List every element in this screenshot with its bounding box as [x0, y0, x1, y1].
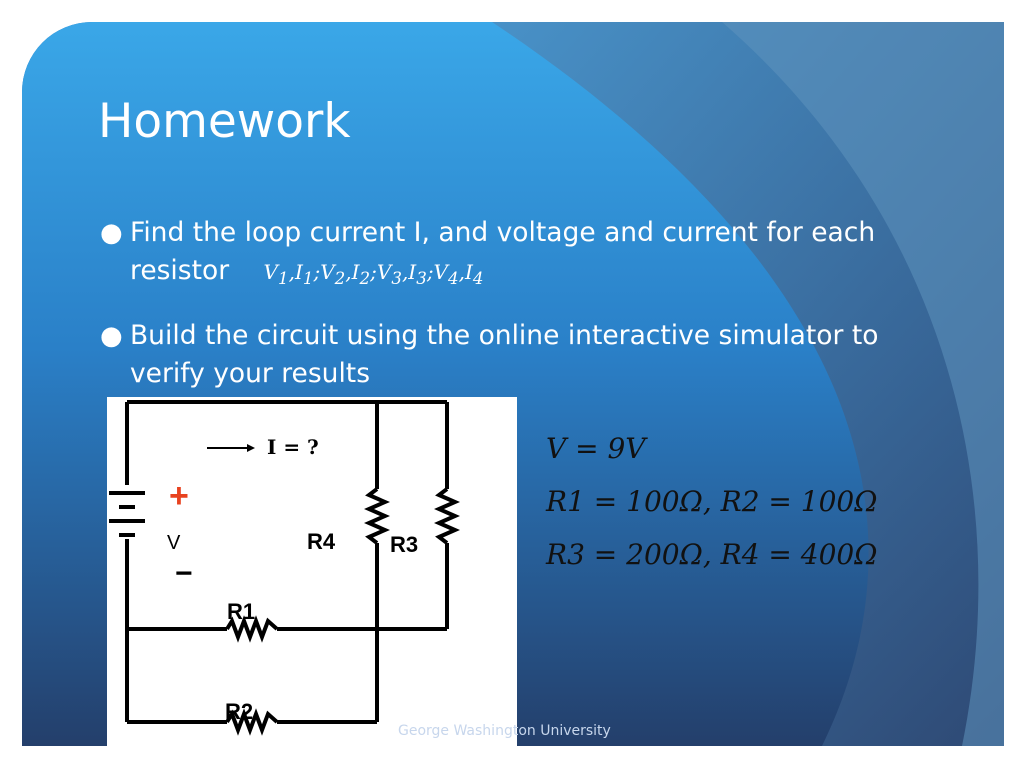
minus-sign: − — [175, 557, 193, 590]
slide: Homework ● Find the loop current I, and … — [22, 22, 1004, 746]
equations-block: V = 9V R1 = 100Ω, R2 = 100Ω R3 = 200Ω, R… — [546, 422, 877, 581]
resistor-r3 — [434, 487, 460, 545]
bullet-item-1: ● Find the loop current I, and voltage a… — [100, 214, 890, 298]
label-r2: R2 — [225, 699, 253, 724]
label-r4: R4 — [307, 529, 336, 554]
bullet-dot-icon: ● — [100, 321, 123, 351]
bullet-item-2: ● Build the circuit using the online int… — [100, 317, 930, 393]
resistor-r2 — [225, 708, 279, 736]
slide-title: Homework — [98, 94, 351, 149]
bullet-text: Find the loop current I, and voltage and… — [130, 217, 876, 286]
bullet-dot-icon: ● — [100, 218, 123, 248]
current-label: I = ? — [267, 435, 319, 459]
bullet-text: Build the circuit using the online inter… — [130, 320, 879, 389]
label-r3: R3 — [390, 532, 418, 557]
circuit-diagram: I = ? + V − R4 R3 R1 R2 — [107, 397, 517, 746]
source-label: V — [167, 532, 181, 554]
equation-r1-r2: R1 = 100Ω, R2 = 100Ω — [546, 485, 878, 518]
label-r1: R1 — [227, 599, 255, 624]
equation-voltage: V = 9V — [546, 432, 646, 465]
plus-sign: + — [169, 477, 189, 515]
footer-text: George Washington University — [398, 723, 611, 739]
resistor-r4 — [364, 487, 390, 545]
resistor-r1 — [225, 615, 279, 643]
variables-formula: V1,I1;V2,I2;V3,I3;V4,I4 — [263, 260, 484, 288]
equation-r3-r4: R3 = 200Ω, R4 = 400Ω — [546, 538, 878, 571]
